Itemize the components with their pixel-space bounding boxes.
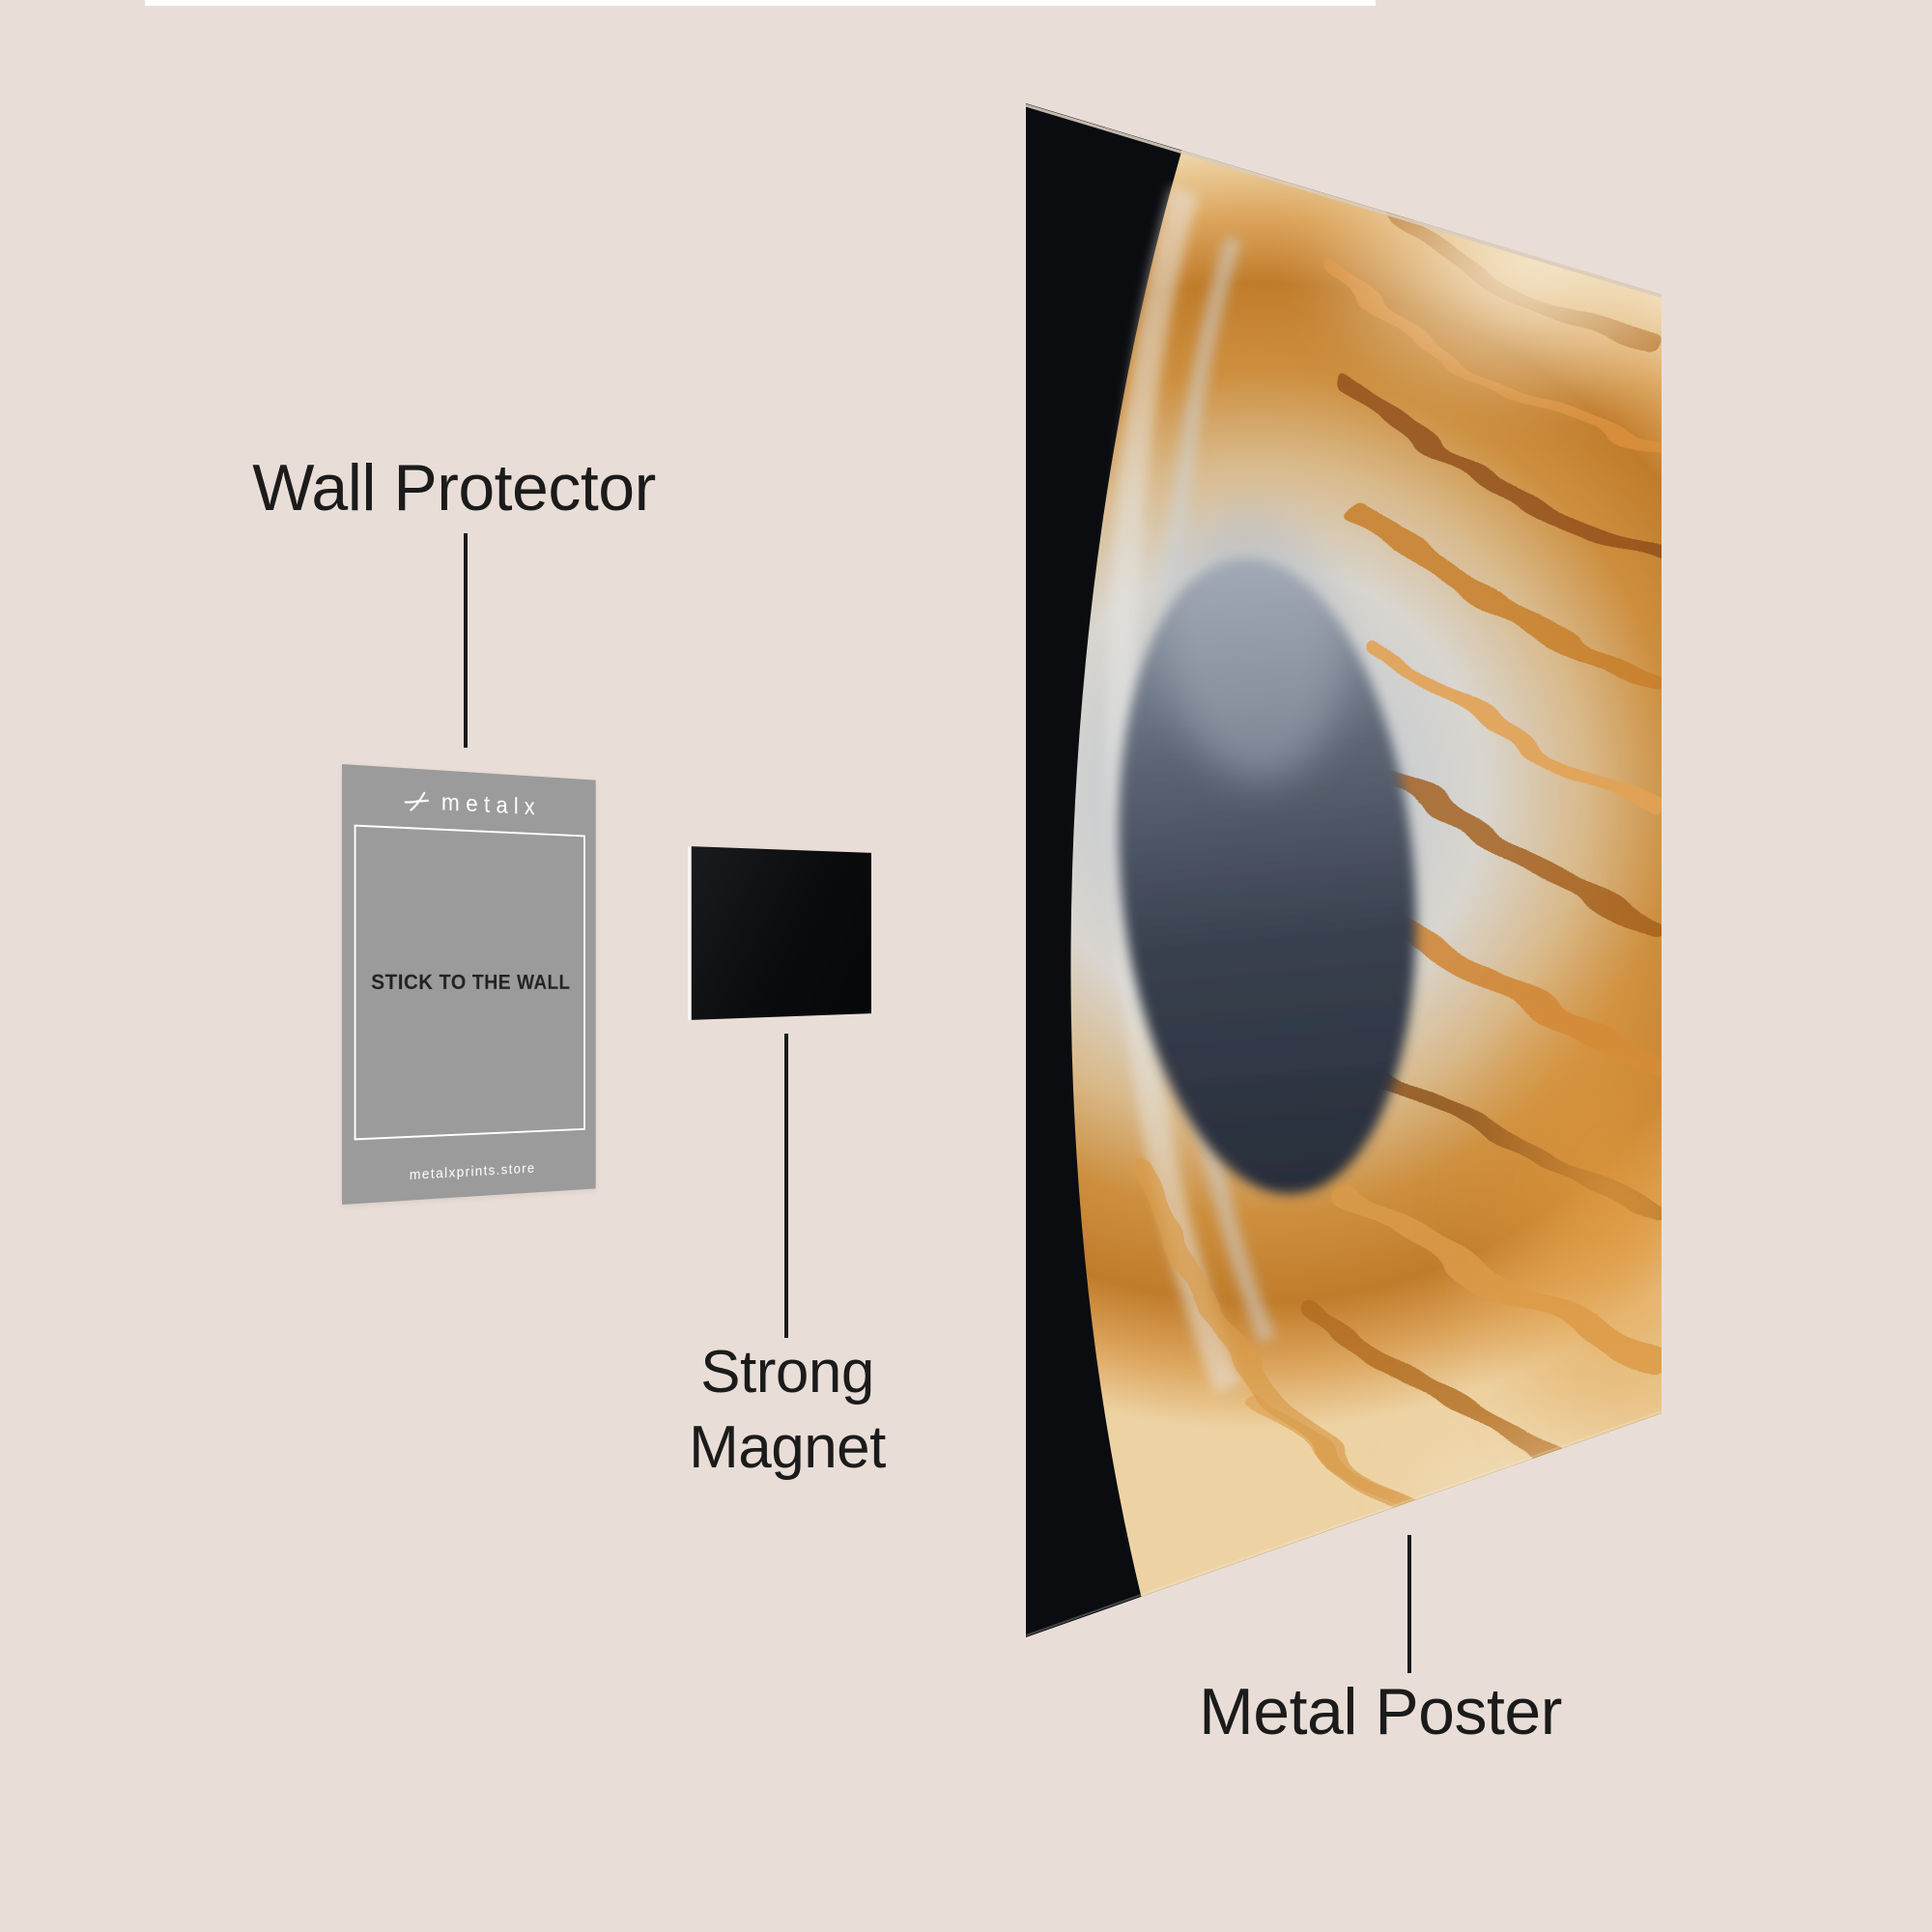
card-brand-text: metalx <box>440 788 541 821</box>
top-edge-strip <box>145 0 1376 6</box>
eye-iris-artwork <box>1026 103 1662 1637</box>
wall-protector-card: metalx STICK TO THE WALL metalxprints.st… <box>342 764 596 1205</box>
card-brand-row: metalx <box>342 783 596 824</box>
metal-poster-label: Metal Poster <box>1199 1675 1562 1748</box>
wall-protector-leader-line <box>464 533 468 748</box>
strong-magnet-label: Strong Magnet <box>497 1335 1077 1486</box>
strong-magnet-label-line2: Magnet <box>689 1414 886 1481</box>
metal-poster-leader-line <box>1407 1535 1411 1673</box>
metalx-logo-icon <box>404 788 431 814</box>
card-footer-text: metalxprints.store <box>409 1160 536 1183</box>
strong-magnet-label-line1: Strong <box>700 1339 874 1406</box>
card-center-text: STICK TO THE WALL <box>371 970 571 994</box>
wall-protector-label: Wall Protector <box>252 451 656 525</box>
strong-magnet-square <box>688 846 871 1020</box>
card-inner-frame: STICK TO THE WALL <box>354 824 585 1141</box>
strong-magnet-leader-line <box>784 1034 788 1338</box>
metal-poster-image <box>1026 103 1662 1637</box>
